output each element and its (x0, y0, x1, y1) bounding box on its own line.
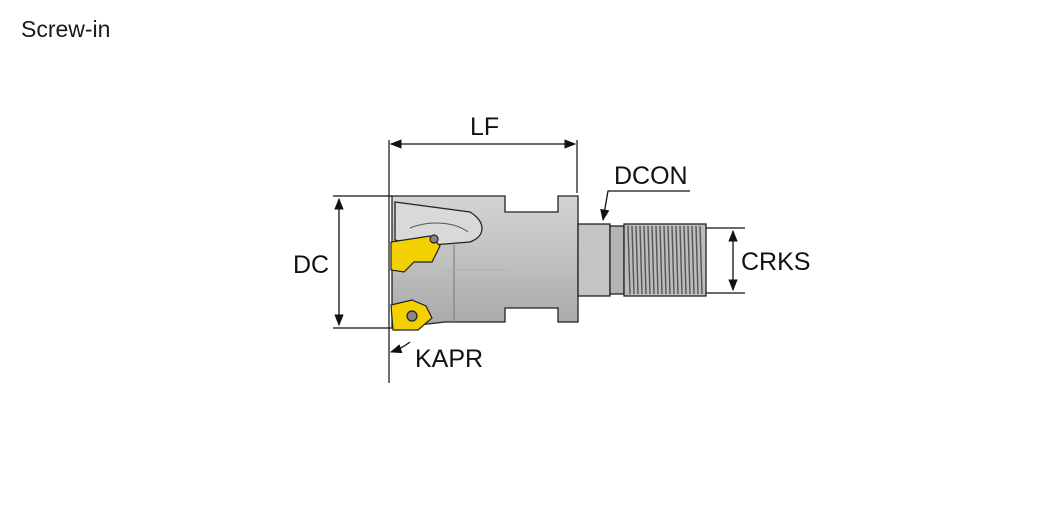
dcon-leader (600, 190, 614, 222)
thread-line (663, 225, 667, 295)
thread-line (667, 225, 671, 295)
thread-line (687, 225, 691, 295)
thread-line (643, 225, 647, 295)
thread-line (631, 225, 635, 295)
thread-line (691, 225, 695, 295)
thread-line (683, 225, 687, 295)
thread-line (635, 225, 639, 295)
thread-line (651, 225, 655, 295)
thread-line (655, 225, 659, 295)
page-title: Screw-in (21, 16, 111, 42)
lf-label: LF (470, 113, 499, 141)
thread-line (647, 225, 651, 295)
thread-line (639, 225, 643, 295)
insert-screw (406, 310, 418, 322)
kapr-arc (389, 341, 411, 354)
extension-lines (333, 140, 745, 383)
thread-line (659, 225, 663, 295)
thread-line (627, 225, 631, 295)
thread-line (671, 225, 675, 295)
thread-line (695, 225, 699, 295)
dcon-label: DCON (614, 162, 688, 190)
thread-line (679, 225, 683, 295)
thread-line (675, 225, 679, 295)
neck-collar (577, 223, 611, 297)
dc-label: DC (293, 251, 329, 279)
dimension-arrows (334, 139, 738, 354)
cutting-inserts (390, 234, 441, 331)
thread-lines (627, 225, 703, 295)
crks-label: CRKS (741, 248, 810, 276)
cutter-body (391, 195, 707, 329)
kapr-label: KAPR (415, 345, 483, 373)
thread-line (699, 225, 703, 295)
